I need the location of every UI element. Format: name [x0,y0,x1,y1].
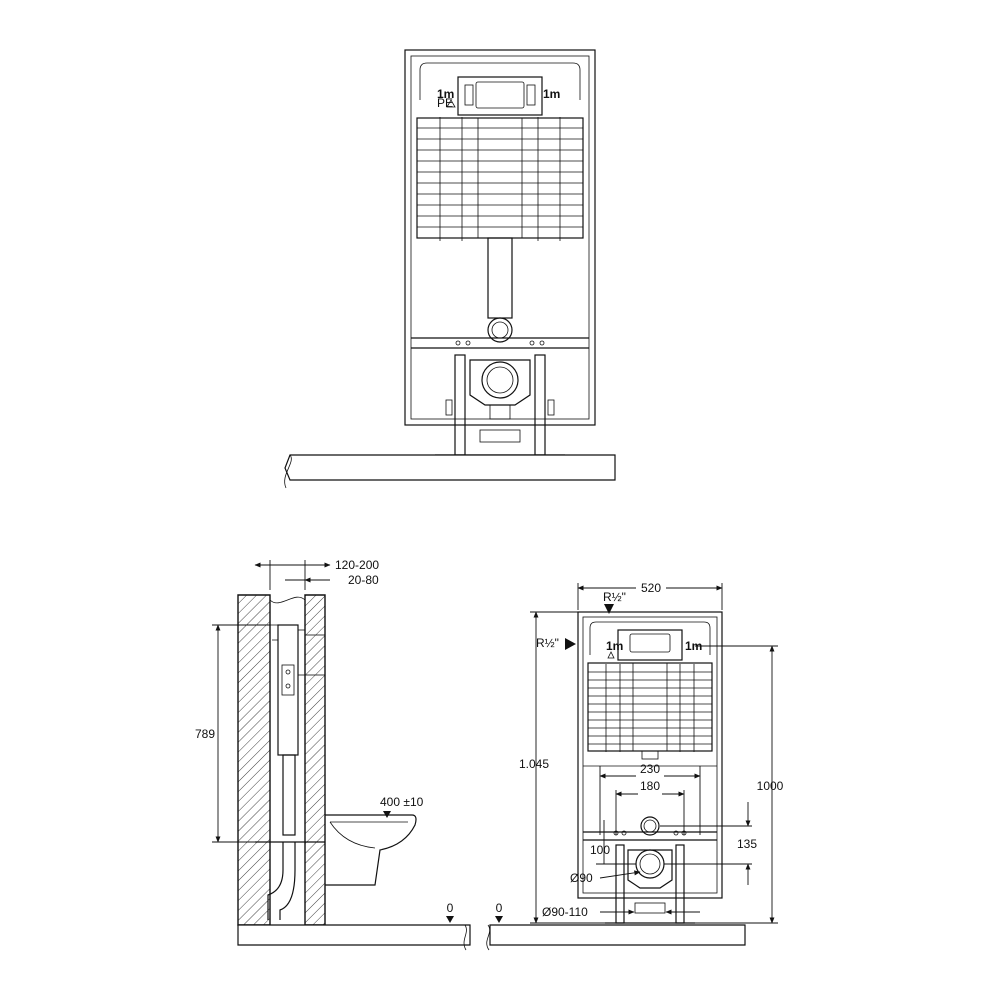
bolt-hole [465,340,471,346]
flush-outlet-inner-b [643,819,657,833]
label-1m-right: 1m [543,87,560,101]
front-floor [489,924,746,946]
cistern-side [277,624,299,756]
flush-plate-window-b [629,633,671,653]
drain-pipe-side-outer [279,842,296,920]
flush-clip-left [464,84,474,106]
dim-frame-height: 1000 [757,779,784,793]
valve-block [281,664,295,696]
level-triangle-icon [383,811,391,818]
dim-bolt-inner: 180 [640,779,660,793]
drain-pipe-side [267,842,284,920]
dim-drain-offset: 100 [590,843,610,857]
bolt-hole [539,340,545,346]
dim-wall-offset: 20-80 [348,573,379,587]
warning-triangle-icon [607,651,615,659]
flush-outlet-b [640,816,660,836]
bolt-hole [673,830,679,836]
label-1m-left-b: 1m [606,639,623,653]
cistern-ribs [417,117,583,241]
cistern-top-b [589,621,711,655]
floor-break-side [463,924,467,951]
flush-pipe-b [641,750,659,760]
leg-clamp-left [445,399,453,416]
floor-mark-side: 0 [447,901,454,915]
pipe-stub [479,429,521,443]
valve-screw [285,669,291,675]
cistern-center-column [477,117,523,239]
side-view: 120-200 20-80 789 400 ±10 0 [195,558,471,951]
dim-bowl-height: 400 ±10 [380,795,424,809]
dim-bolt-outer: 230 [640,762,660,776]
dim-width-bg [636,580,666,594]
dim-pipe-diameter: Ø90-110 [542,905,588,919]
cistern-body-b [587,662,713,752]
dim-drain-center: 135 [737,837,757,851]
flush-clip-right [526,84,536,106]
front-wall [304,594,326,926]
flush-outlet [487,317,513,343]
label-1m-left: 1m [437,87,454,101]
flush-outlet-inner [491,321,509,339]
water-inlet-pipe [270,624,279,641]
drain-outlet-inner-b [639,853,661,875]
cistern-top [419,62,581,100]
drain-elbow-b [627,849,673,889]
flush-panel-side [304,634,326,676]
water-inlet-top: R½" [603,590,626,604]
water-inlet-side: R½" [536,636,559,650]
dimensioned-front-view: 1m 1m 0 520 R½" [486,580,784,951]
cistern-center-column-b [632,662,668,752]
bolt-hole [621,830,627,836]
level-triangle-icon [446,916,454,923]
side-floor [237,924,471,946]
inlet-arrow-icon [565,638,576,650]
pipe-stub-b [634,902,666,914]
panel-connector [297,629,306,676]
flush-plate-window [475,81,525,109]
cistern-body [416,117,584,239]
warning-triangle-icon [446,99,456,108]
frame-inner-b [582,616,718,894]
leg-right-b [675,844,685,924]
floor-break [284,454,292,489]
back-wall [237,594,271,926]
drain-neck [489,404,511,420]
leg-left-b [615,844,625,924]
label-1m-right-b: 1m [685,639,702,653]
drain-elbow [469,359,531,406]
dim-total-height: 1.045 [519,757,549,771]
level-triangle-icon [495,916,503,923]
wall-break [269,596,306,604]
wc-bowl [325,814,417,886]
bolt-hole [455,340,461,346]
frame-outer-b [577,611,723,899]
inlet-arrow-icon [604,604,614,614]
dim-wall-total: 120-200 [335,558,379,572]
leg-clamp-right [547,399,555,416]
flush-pipe-side [282,754,296,836]
flush-plate-frame-b [617,629,683,661]
floor-slab [284,454,616,481]
floor-break-front [486,924,491,951]
leg-left [454,354,466,456]
dim-drain-diameter: Ø90 [570,871,593,885]
wc-bowl-inner [329,821,376,849]
bolt-hole [529,340,535,346]
drain-outlet [481,361,519,399]
dim-width: 520 [641,581,661,595]
front-view: 1m PE 1m [284,49,616,489]
flush-plate-frame [457,76,543,116]
drain-outlet-inner [486,366,514,394]
label-pe: PE [437,96,453,110]
floor-mark-front: 0 [496,901,503,915]
flush-pipe [487,237,513,319]
leader-drain-diameter [599,870,641,879]
leg-right [534,354,546,456]
valve-screw [285,683,291,689]
cistern-ribs-b [588,664,712,752]
frame-outer [404,49,596,426]
dim-height: 789 [195,727,215,741]
